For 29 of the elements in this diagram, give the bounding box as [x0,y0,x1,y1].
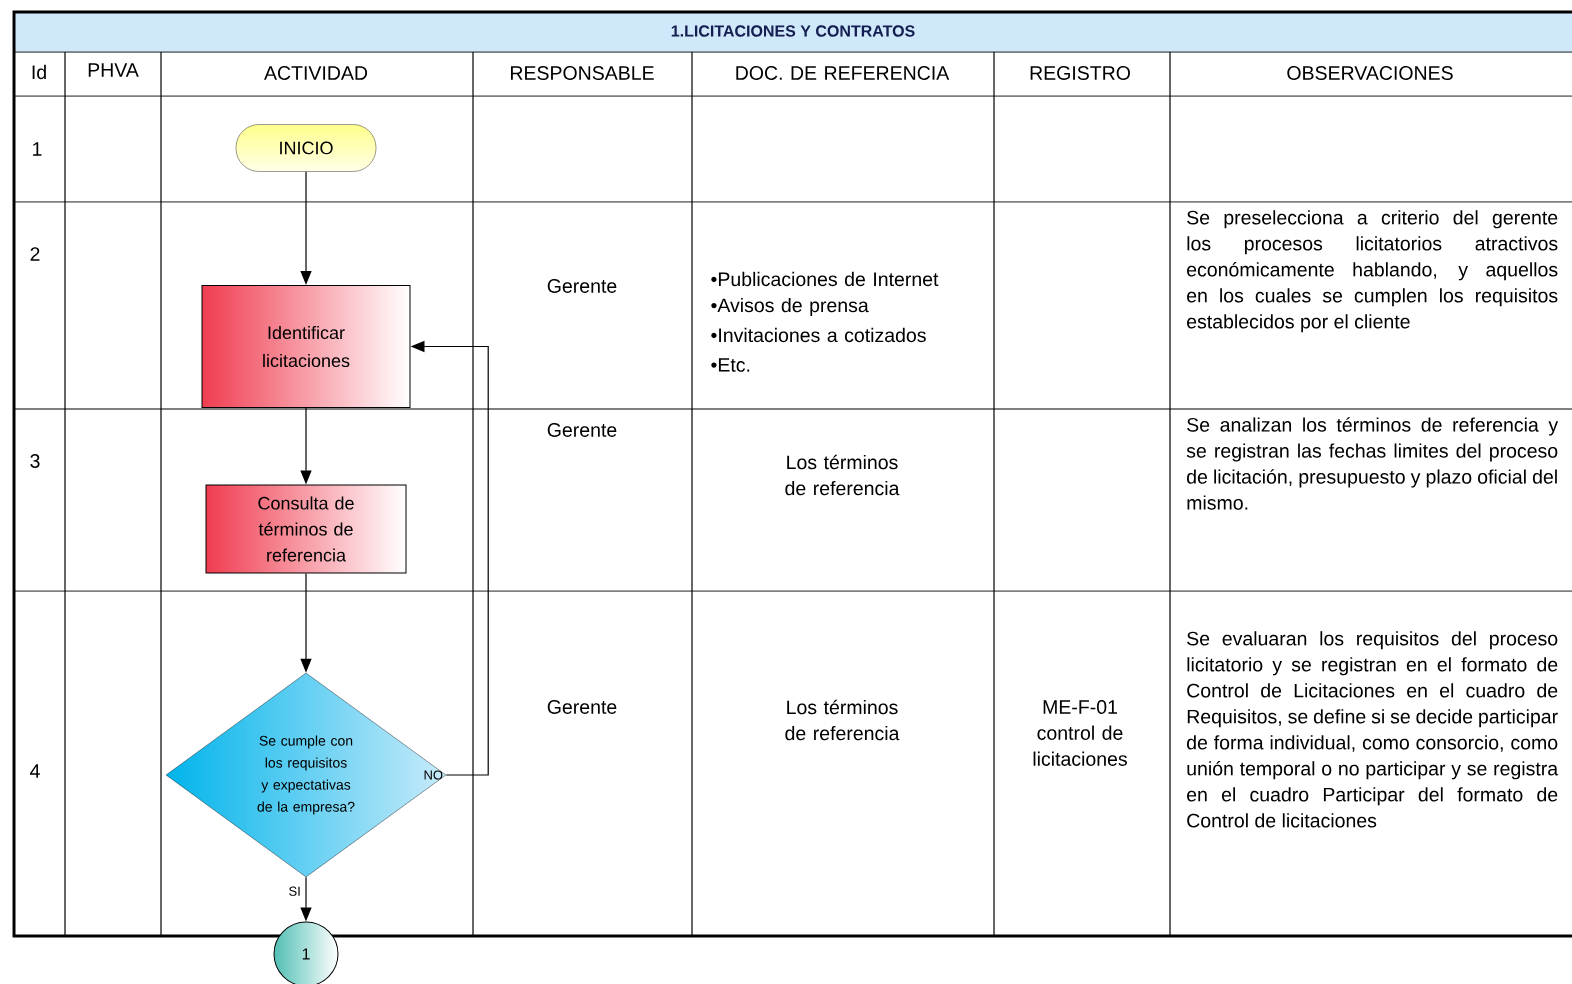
row-number: 4 [30,764,40,778]
header-cell: ACTIVIDAD [264,66,368,80]
process-box: Consulta de términos de referencia [205,484,407,574]
header-cell: PHVA [88,63,139,77]
cell-text: Los términos de referencia [785,699,900,741]
row-number: 3 [30,454,40,468]
header-cell: DOC. DE REFERENCIA [736,66,950,80]
title-band-text: 1.LICITACIONES Y CONTRATOS [671,25,915,37]
row-number: 2 [30,247,40,261]
header-cell: RESPONSABLE [511,66,654,80]
cell-text: Gerente [547,279,617,293]
cell-text: •Etc. [711,358,750,372]
header-cell: OBSERVACIONES [1287,66,1453,80]
cell-text: •Invitaciones a cotizados [711,327,926,343]
edge-label: SI [289,886,300,896]
row-number: 1 [33,142,42,156]
cell-text: •Publicaciones de Internet [711,271,939,287]
cell-text: Gerente [547,423,617,437]
cell-text: ME-F-01 control de licitaciones [1033,700,1127,766]
cell-text: Se analizan los términos de referencia y se registran las fechas limites del proceso de licitación, presupuesto y plazo oficial del mismo. [1186,417,1559,510]
cell-text: Gerente [547,700,617,714]
cell-text: Se preselecciona a criterio del gerente los procesos licitatorios atractivos económicamente hablando, y aquellos en los cuales se cumplen los requisitos establecidos por el cliente [1187,210,1558,333]
cell-text: Los términos de referencia [785,454,900,496]
process-box: Identificar licitaciones [201,285,411,408]
header-cell: Id [32,64,46,80]
header-cell: REGISTRO [1030,66,1130,80]
cell-text: •Avisos de prensa [711,297,869,317]
cell-text: Se evaluaran los requisitos del proceso licitatorio y se registran en el formato de Control de Licitaciones en el cuadro de Requisitos, se define si se decide participar de forma individual, como consorcio, como unión temporal o no participar y se registra en el cuadro Participar del formato de Control de licitaciones [1187,631,1559,828]
edge-label: NO [424,770,443,780]
